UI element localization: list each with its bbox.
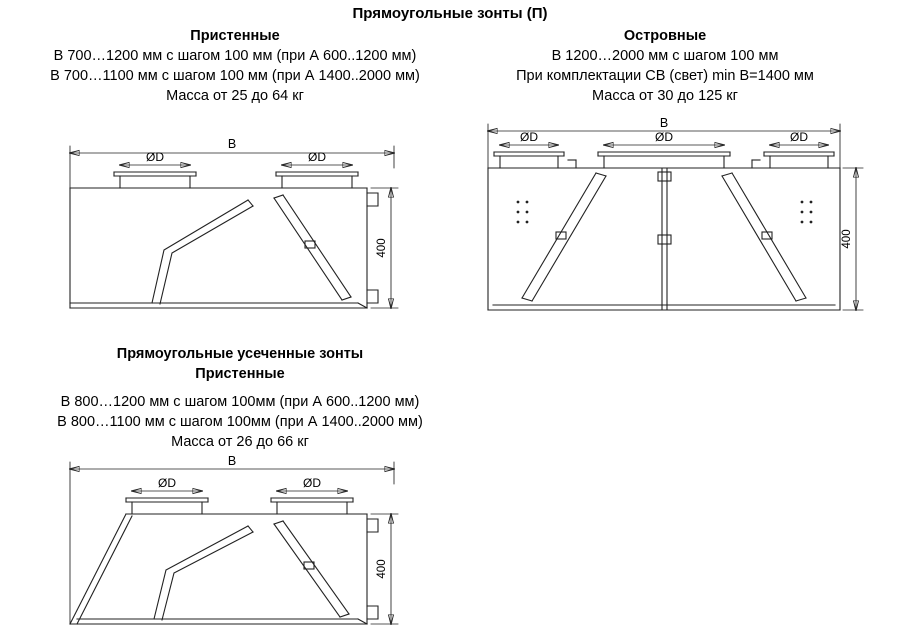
dim-height-label: 400 [376, 559, 388, 578]
dimension-height: 400 [370, 514, 399, 624]
duct-collar: ØD [597, 130, 731, 169]
rect-wall-line-2: В 700…1100 мм с шагом 100 мм (при А 1400… [50, 68, 420, 84]
rect-island-line-3: Масса от 30 до 125 кг [592, 88, 738, 104]
dimension-b: B [488, 116, 840, 169]
section-truncated-specs: Прямоугольные усеченные зонты Пристенные… [30, 344, 450, 452]
drawing-truncated-hood: B ØD ØD [62, 454, 399, 634]
truncated-line-1: В 800…1200 мм с шагом 100мм (при А 600..… [60, 394, 420, 410]
duct-collar: ØD [113, 150, 197, 189]
dim-d-label: ØD [790, 130, 808, 144]
dim-b-label: B [228, 137, 236, 151]
dim-d-label: ØD [520, 130, 538, 144]
duct-collar: ØD [275, 150, 359, 189]
dimension-b: B [70, 454, 394, 625]
drawing-island-hood: B ØD ØD ØD [478, 116, 864, 340]
dim-b-label: B [228, 454, 236, 468]
rect-wall-line-3: Масса от 25 до 64 кг [166, 88, 304, 104]
truncated-heading: Прямоугольные усеченные зонты [116, 346, 364, 362]
duct-collar: ØD [125, 476, 209, 515]
rect-island-heading: Островные [623, 28, 707, 44]
truncated-line-3: Масса от 26 до 66 кг [171, 434, 309, 450]
dim-d-label: ØD [158, 476, 176, 490]
rect-island-line-1: В 1200…2000 мм с шагом 100 мм [551, 48, 779, 64]
dim-d-label: ØD [655, 130, 673, 144]
dim-b-label: B [660, 116, 668, 130]
dim-height-label: 400 [841, 229, 853, 248]
dimension-height: 400 [370, 188, 399, 308]
truncated-line-2: В 800…1100 мм с шагом 100мм (при А 1400.… [57, 414, 423, 430]
hood-body [69, 513, 379, 625]
dim-d-label: ØD [146, 150, 164, 164]
hood-body [487, 159, 841, 311]
rect-island-line-2: При комплектации СВ (свет) min B=1400 мм [516, 68, 814, 84]
dimension-b: B [70, 137, 394, 189]
dimension-height: 400 [841, 168, 864, 310]
drawing-wall-hood: B ØD ØD [62, 137, 399, 340]
truncated-subheading: Пристенные [195, 366, 285, 382]
section-rect-wall-specs: Пристенные В 700…1200 мм с шагом 100 мм … [30, 26, 440, 106]
rect-wall-line-1: В 700…1200 мм с шагом 100 мм (при А 600.… [53, 48, 417, 64]
hood-body [69, 187, 379, 309]
duct-collar: ØD [270, 476, 354, 515]
rect-wall-heading: Пристенные [190, 28, 280, 44]
dim-height-label: 400 [376, 238, 388, 257]
section-rect-island-specs: Островные В 1200…2000 мм с шагом 100 мм … [470, 26, 860, 106]
page-title: Прямоугольные зонты (П) [352, 5, 548, 22]
duct-collar: ØD [493, 130, 565, 169]
dim-d-label: ØD [308, 150, 326, 164]
dim-d-label: ØD [303, 476, 321, 490]
duct-collar: ØD [763, 130, 835, 169]
